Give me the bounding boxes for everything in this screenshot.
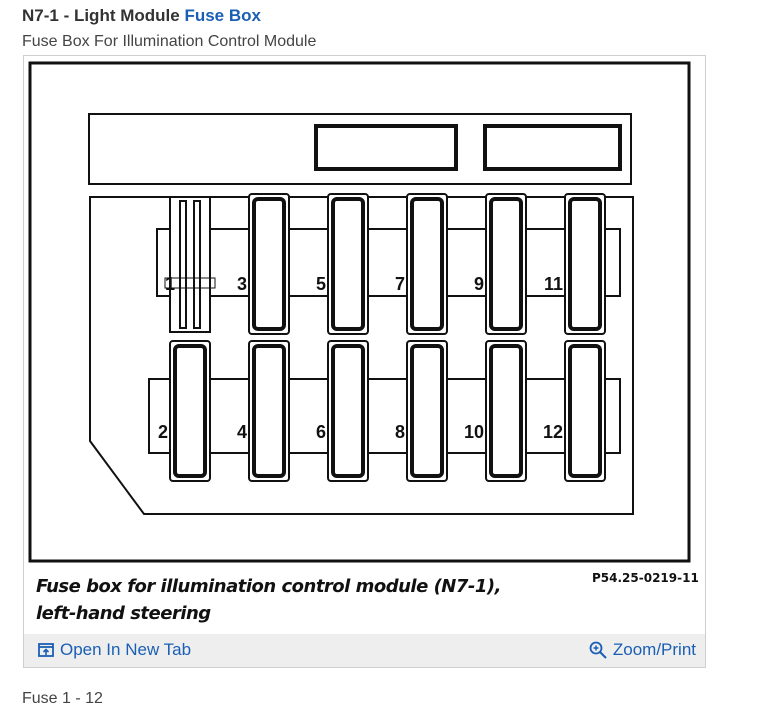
top-slot-left [314,124,458,171]
fuse-number-8: 8 [395,422,405,442]
fuse-number-6: 6 [316,422,326,442]
fuse-7 [406,193,448,335]
reference-code: P54.25-0219-11 [592,571,699,585]
fuse-8 [406,340,448,482]
fuse-6 [327,340,369,482]
caption-line-1: Fuse box for illumination control module… [36,576,501,597]
diagram-caption: Fuse box for illumination control module… [36,573,501,627]
top-bus-bar [156,228,621,297]
fuse-number-4: 4 [237,422,247,442]
fuse-3 [248,193,290,335]
fuse-number-11: 11 [544,274,563,294]
page-heading: N7-1 - Light Module Fuse Box [22,6,261,26]
fuse-layer [169,193,606,482]
fuse-housing [89,196,634,515]
fuse-box-diagram: 1 3 5 7 9 11 2 4 6 8 10 12 [28,61,691,563]
fuse-box-link[interactable]: Fuse Box [184,6,261,25]
zoom-print-button[interactable]: Zoom/Print [589,640,696,660]
fuse-10 [485,340,527,482]
fuse-number-1: 1 [165,274,175,294]
top-slot-right [483,124,622,171]
diagram-border [28,61,691,563]
fuse-11 [564,193,606,335]
fuse-number-12: 12 [543,422,563,442]
fuse-label-layer: 1 3 5 7 9 11 2 4 6 8 10 12 [158,274,563,442]
zoom-print-label: Zoom/Print [612,640,696,659]
fuse-5 [327,193,369,335]
fuse-1 [164,196,216,333]
open-new-tab-icon [38,643,54,657]
fuse-9 [485,193,527,335]
caption-line-2: left-hand steering [36,603,211,624]
fuse-number-2: 2 [158,422,168,442]
top-plate [88,113,632,185]
fuse-number-5: 5 [316,274,326,294]
fuse-12 [564,340,606,482]
fuse-number-10: 10 [464,422,484,442]
bottom-bus-bar [148,378,621,454]
open-new-tab-label: Open In New Tab [60,640,192,659]
next-section-text: Fuse 1 - 12 [22,690,103,707]
zoom-icon [589,641,607,659]
figure-container: 1 3 5 7 9 11 2 4 6 8 10 12 Fuse box for illuminatio… [23,55,706,668]
fuse-number-7: 7 [395,274,405,294]
fuse-2 [169,340,211,482]
fuse-number-9: 9 [474,274,484,294]
heading-prefix: N7-1 - Light Module [22,6,180,25]
figure-actions-bar: Open In New Tab Zoom/Print [24,634,705,667]
fuse-4 [248,340,290,482]
open-new-tab-button[interactable]: Open In New Tab [38,640,191,660]
fuse-number-3: 3 [237,274,247,294]
page-subheading: Fuse Box For Illumination Control Module [22,33,317,50]
